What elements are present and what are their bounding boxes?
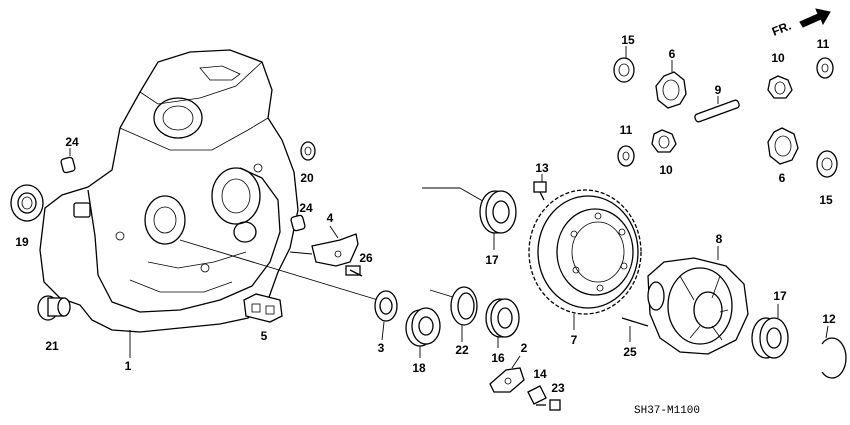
washer-11-mid-part bbox=[617, 145, 635, 167]
callout-18: 18 bbox=[412, 361, 426, 375]
callout-21: 21 bbox=[45, 339, 59, 353]
callout-13: 13 bbox=[535, 161, 549, 175]
spring-pin-25-part bbox=[621, 317, 649, 342]
callout-4: 4 bbox=[327, 211, 334, 225]
callout-9: 9 bbox=[715, 83, 722, 97]
callout-3: 3 bbox=[378, 341, 385, 355]
front-direction-indicator: FR. bbox=[770, 8, 831, 39]
callout-17-left: 17 bbox=[485, 253, 499, 267]
pinion-gear-10-mid-part bbox=[651, 129, 677, 153]
callout-24-lower: 24 bbox=[299, 201, 313, 215]
bracket-4-part bbox=[289, 225, 359, 267]
callout-8: 8 bbox=[716, 232, 723, 246]
callout-20: 20 bbox=[300, 171, 314, 185]
bearing-17-left-part bbox=[422, 187, 517, 250]
callout-7: 7 bbox=[571, 333, 578, 347]
pinion-gear-10-top-part bbox=[767, 75, 793, 99]
differential-carrier-8-part bbox=[647, 246, 749, 355]
callout-11-top: 11 bbox=[817, 37, 830, 51]
callout-22: 22 bbox=[455, 343, 469, 357]
diagram-code: SH37-M1100 bbox=[634, 405, 700, 417]
fr-arrow-icon bbox=[799, 8, 831, 28]
bearing-16-part bbox=[485, 298, 520, 348]
callout-10-top: 10 bbox=[771, 51, 785, 65]
callout-15-top: 15 bbox=[621, 33, 635, 47]
callout-10-mid: 10 bbox=[659, 163, 673, 177]
callout-6-top: 6 bbox=[669, 47, 676, 61]
pinion-shaft-9-part bbox=[694, 96, 740, 123]
plug-21-part bbox=[37, 295, 71, 321]
final-driven-gear-7-part bbox=[528, 189, 642, 330]
bearing-17-right-part bbox=[751, 304, 789, 359]
oil-seal-20-part bbox=[300, 141, 316, 161]
plate-14-part bbox=[527, 385, 547, 405]
guide-5-part bbox=[243, 293, 283, 323]
transmission-housing-part bbox=[39, 49, 299, 358]
callout-2: 2 bbox=[521, 341, 528, 355]
bolt-23-part bbox=[536, 399, 561, 411]
bearing-race-22-part bbox=[429, 286, 478, 342]
callout-26: 26 bbox=[359, 251, 373, 265]
callout-5: 5 bbox=[261, 329, 268, 343]
lock-plate-2-part bbox=[489, 355, 525, 393]
callout-17-right: 17 bbox=[773, 289, 787, 303]
callout-24-upper: 24 bbox=[65, 135, 79, 149]
thrust-washer-15-top-part bbox=[613, 46, 635, 83]
dowel-pin-upper-part bbox=[60, 148, 76, 174]
callout-23: 23 bbox=[551, 381, 565, 395]
callout-1: 1 bbox=[125, 359, 132, 373]
side-gear-6-lower-part bbox=[767, 127, 799, 165]
dowel-pin-lower-part bbox=[290, 214, 306, 232]
callout-19: 19 bbox=[15, 235, 29, 249]
callout-11-mid: 11 bbox=[620, 123, 633, 137]
bearing-18-part bbox=[405, 307, 441, 358]
oil-guide-plate-3-part bbox=[179, 239, 398, 341]
callout-6-lower: 6 bbox=[779, 171, 786, 185]
callout-12: 12 bbox=[822, 312, 836, 326]
callout-15-lower: 15 bbox=[819, 193, 833, 207]
fr-label: FR. bbox=[770, 19, 793, 39]
bolt-13-part bbox=[533, 174, 547, 201]
thrust-washer-15-lower-part bbox=[816, 150, 838, 178]
circlip-12-part bbox=[821, 325, 847, 379]
callout-16: 16 bbox=[491, 351, 505, 365]
callout-14: 14 bbox=[533, 367, 547, 381]
side-gear-6-top-part bbox=[655, 60, 687, 109]
callout-25: 25 bbox=[623, 345, 637, 359]
oil-seal-19-part bbox=[10, 184, 44, 222]
washer-11-top-part bbox=[816, 57, 834, 79]
bolt-26-part bbox=[345, 265, 363, 277]
